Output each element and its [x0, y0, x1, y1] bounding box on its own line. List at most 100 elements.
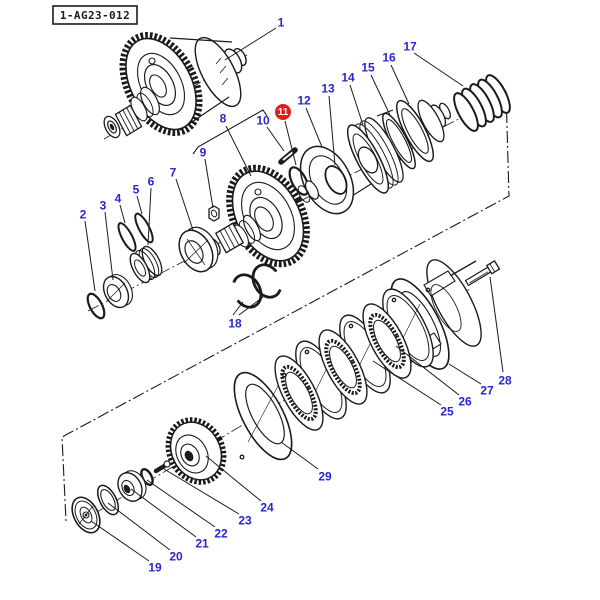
- ring-1: [74, 500, 98, 530]
- right-stub-groove: [297, 185, 311, 203]
- part-number-26: 26: [458, 395, 472, 409]
- callout-3: 3: [100, 199, 114, 281]
- part-1-clutch-assembly: [103, 32, 247, 139]
- callout-27: 27: [448, 363, 494, 398]
- leader-line: [224, 27, 277, 61]
- leader-line: [370, 74, 391, 116]
- callout-17: 17: [403, 40, 464, 87]
- callout-24: 24: [205, 455, 274, 515]
- part-number-17: 17: [403, 40, 417, 54]
- part-number-21: 21: [195, 537, 209, 551]
- part-number-7: 7: [170, 166, 177, 180]
- part-9-nut: [208, 205, 220, 222]
- part-2-o-ring: [86, 292, 106, 320]
- part-18-snap-rings: [231, 263, 283, 309]
- bore: [133, 259, 147, 277]
- diagram-code: 1-AG23-012: [60, 9, 130, 22]
- bore-dark: [123, 484, 131, 494]
- callout-7: 7: [170, 166, 194, 231]
- part-number-8: 8: [220, 112, 227, 126]
- part-number-23: 23: [238, 514, 252, 528]
- part-number-11: 11: [278, 107, 289, 118]
- callout-4: 4: [115, 192, 126, 224]
- part-number-20: 20: [169, 550, 183, 564]
- spoke: [78, 505, 94, 525]
- part-11-o-ring: [288, 166, 310, 196]
- callout-29: 29: [280, 441, 332, 484]
- center-hole: [357, 146, 379, 174]
- leader-line: [204, 158, 214, 209]
- callout-15: 15: [361, 61, 391, 116]
- leader-line: [448, 363, 482, 385]
- leader-line: [413, 52, 464, 87]
- leader-line: [107, 502, 171, 551]
- outer: [233, 371, 293, 461]
- part-number-25: 25: [440, 405, 454, 419]
- leader-line: [489, 276, 504, 373]
- callout-20: 20: [107, 502, 183, 564]
- callout-25: 25: [372, 360, 454, 419]
- ring-2: [79, 506, 93, 524]
- drum-inner-hatch: [215, 57, 229, 86]
- part-3-bearing: [102, 273, 133, 309]
- leader-line: [205, 455, 262, 502]
- inner-race: [106, 284, 122, 302]
- part-number-16: 16: [382, 51, 396, 65]
- part-28-bolt: [464, 259, 501, 287]
- leader-line: [390, 64, 410, 105]
- leader-line: [175, 178, 194, 231]
- callout-18: 18: [228, 296, 264, 331]
- gear-hub-bore: [254, 206, 274, 232]
- part-number-3: 3: [100, 199, 107, 213]
- callout-6: 6: [147, 175, 155, 246]
- part-number-29: 29: [318, 470, 332, 484]
- callout-23: 23: [163, 468, 252, 528]
- part-17-spring: [453, 74, 511, 132]
- part-14-pulley-drum: [346, 109, 404, 197]
- part-21-bearing: [117, 470, 147, 502]
- callout-19: 19: [90, 520, 162, 575]
- bore-dark: [184, 450, 194, 462]
- part-number-24: 24: [260, 501, 274, 515]
- friction-plate: [318, 329, 368, 405]
- friction-plate: [274, 355, 324, 431]
- part-6-splined-collar: [129, 245, 163, 284]
- part-number-2: 2: [80, 208, 87, 222]
- part-number-12: 12: [297, 94, 311, 108]
- part-number-9: 9: [200, 146, 207, 160]
- part-number-5: 5: [133, 183, 140, 197]
- callout-9: 9: [200, 146, 214, 209]
- shaft-tip-bore: [107, 120, 117, 134]
- part-29-pressure-plate: [233, 371, 293, 461]
- part-23-pin: [153, 460, 171, 474]
- part-19-end-cap: [71, 496, 101, 534]
- leader-line: [90, 520, 150, 562]
- leader-line: [305, 107, 323, 148]
- outer-race: [117, 472, 143, 502]
- diagram-code-box: 1-AG23-012: [52, 5, 138, 25]
- leader-line: [280, 441, 319, 470]
- leader-line: [192, 109, 268, 155]
- callout-14: 14: [341, 71, 364, 126]
- drum-shell-top: [169, 37, 233, 43]
- callout-1: 1: [224, 16, 285, 61]
- flange: [396, 99, 434, 163]
- cross-lines: [183, 238, 209, 266]
- body: [169, 421, 223, 481]
- part-number-15: 15: [361, 61, 375, 75]
- gear-face-hole: [254, 188, 262, 196]
- outer-race: [178, 229, 214, 273]
- leader-line: [146, 479, 216, 528]
- leader-line: [130, 488, 197, 538]
- inner: [245, 383, 285, 445]
- leader-line: [147, 187, 152, 246]
- part-24-clutch-hub: [165, 417, 227, 485]
- part-number-1: 1: [278, 16, 285, 30]
- callout-2: 2: [80, 208, 96, 292]
- part-25-friction-plates: [274, 303, 412, 431]
- callout-16: 16: [382, 51, 410, 105]
- leader-line: [119, 204, 126, 224]
- leader-line: [395, 345, 460, 396]
